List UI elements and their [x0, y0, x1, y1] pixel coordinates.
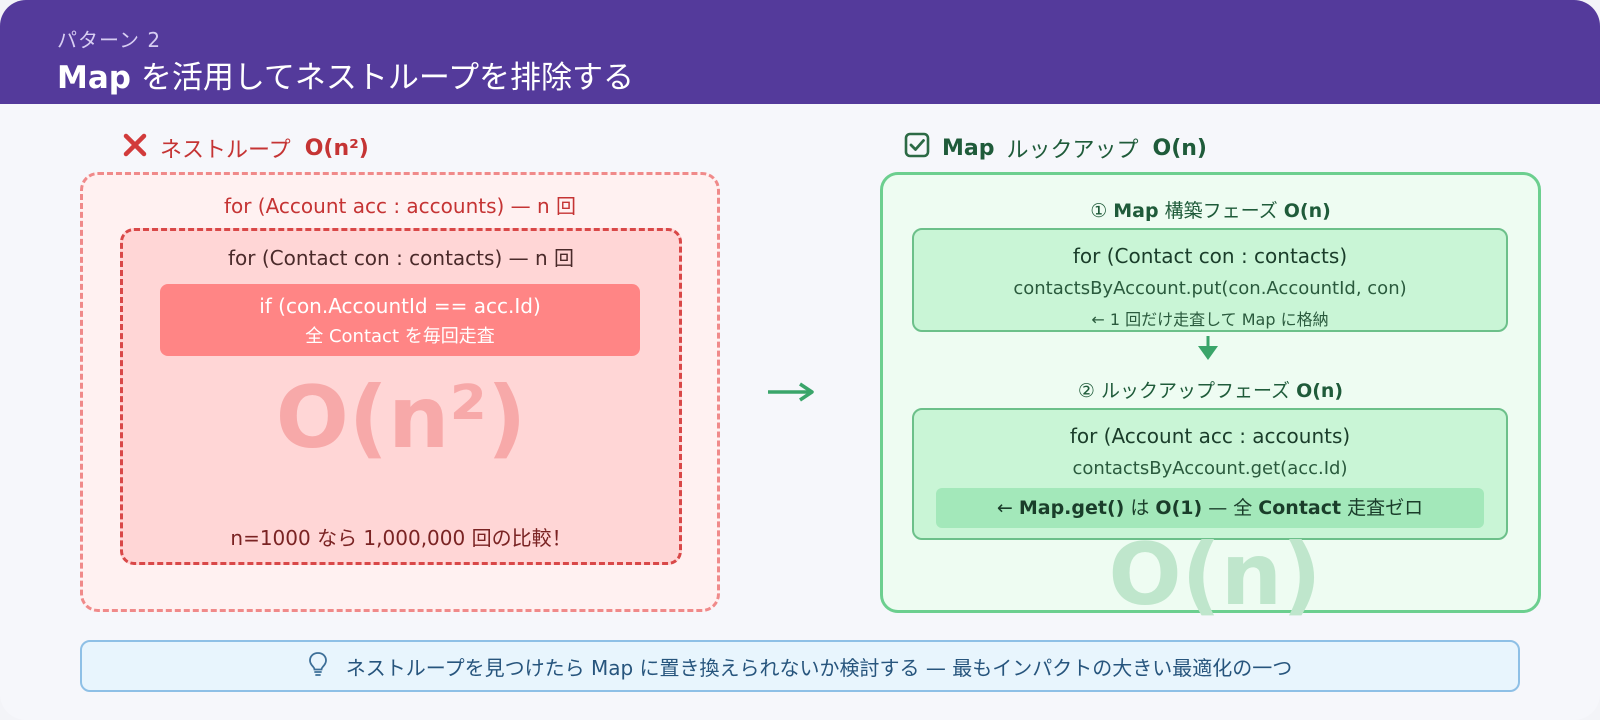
phase1-note: ← 1 回だけ走査して Map に格納 — [1091, 310, 1329, 329]
inner-loop-label: for (Contact con : contacts) — n 回 — [227, 246, 574, 270]
tip-text: ネストループを見つけたら Map に置き換えられないか検討する — 最もインパク… — [345, 655, 1293, 680]
pattern-label: パターン 2 — [57, 28, 162, 52]
phase1-label: 構築フェーズ — [1158, 200, 1284, 222]
phase2-note-suffix: 走査ゼロ — [1341, 497, 1424, 519]
tip-banner: ネストループを見つけたら Map に置き換えられないか検討する — 最もインパク… — [80, 640, 1520, 692]
phase2-note-particle: は — [1124, 497, 1156, 519]
cross-icon — [122, 132, 148, 164]
phase2-note-complexity: O(1) — [1155, 497, 1203, 519]
phase2-number: ② — [1077, 380, 1101, 402]
header-bar: パターン 2 Map を活用してネストループを排除する — [0, 0, 1600, 104]
phase1-code: contactsByAccount.put(con.AccountId, con… — [1013, 278, 1407, 299]
right-arrow-icon — [766, 380, 816, 408]
phase1-keyword: Map — [1113, 200, 1159, 222]
phase1-loop: for (Contact con : contacts) — [1072, 244, 1348, 268]
phase1-number: ① — [1090, 200, 1114, 222]
if-condition-code: if (con.AccountId == acc.Id) — [259, 294, 541, 318]
phase2-code: contactsByAccount.get(acc.Id) — [1072, 458, 1348, 479]
phase2-note-arrow: ← — [996, 497, 1019, 519]
nested-loop-heading: ネストループ O(n²) — [122, 132, 369, 164]
phase2-note-object: Contact — [1258, 497, 1342, 519]
phase2-title: ② ルックアップフェーズ O(n) — [880, 376, 1541, 403]
phase2-note: ← Map.get() は O(1) — 全 Contact 走査ゼロ — [936, 488, 1484, 528]
phase2-note-method: Map.get() — [1018, 497, 1125, 519]
nested-loop-label: ネストループ — [160, 138, 291, 163]
phase2-loop: for (Account acc : accounts) — [1069, 424, 1351, 448]
title-rest: を活用してネストループを排除する — [130, 60, 635, 96]
phase1-complexity: O(n) — [1283, 200, 1331, 222]
outer-loop-label: for (Account acc : accounts) — n 回 — [223, 194, 577, 218]
comparison-note: n=1000 なら 1,000,000 回の比較！ — [230, 526, 572, 550]
phase2-note-dash: — 全 — [1202, 497, 1259, 519]
phase2-label: ルックアップフェーズ — [1100, 380, 1297, 402]
phase1-title: ① Map 構築フェーズ O(n) — [880, 196, 1541, 223]
if-condition-note: 全 Contact を毎回走査 — [305, 326, 495, 347]
down-arrow-icon — [1196, 336, 1220, 366]
nested-loop-complexity: O(n²) — [304, 135, 369, 161]
map-heading-complexity: O(n) — [1152, 135, 1207, 161]
map-lookup-heading: Map ルックアップ O(n) — [904, 132, 1207, 164]
checkbox-icon — [904, 132, 930, 164]
complexity-watermark-bad: O(n²) — [275, 368, 527, 468]
phase1-box — [912, 228, 1508, 332]
if-condition-box: if (con.AccountId == acc.Id) 全 Contact を… — [160, 284, 640, 356]
title-keyword: Map — [57, 60, 131, 96]
phase2-complexity: O(n) — [1296, 380, 1344, 402]
complexity-watermark-good: O(n) — [1108, 525, 1322, 625]
page-title: Map を活用してネストループを排除する — [57, 52, 634, 97]
lightbulb-icon — [308, 651, 328, 682]
map-heading-keyword: Map — [942, 135, 995, 161]
map-heading-label: ルックアップ — [1006, 138, 1139, 163]
